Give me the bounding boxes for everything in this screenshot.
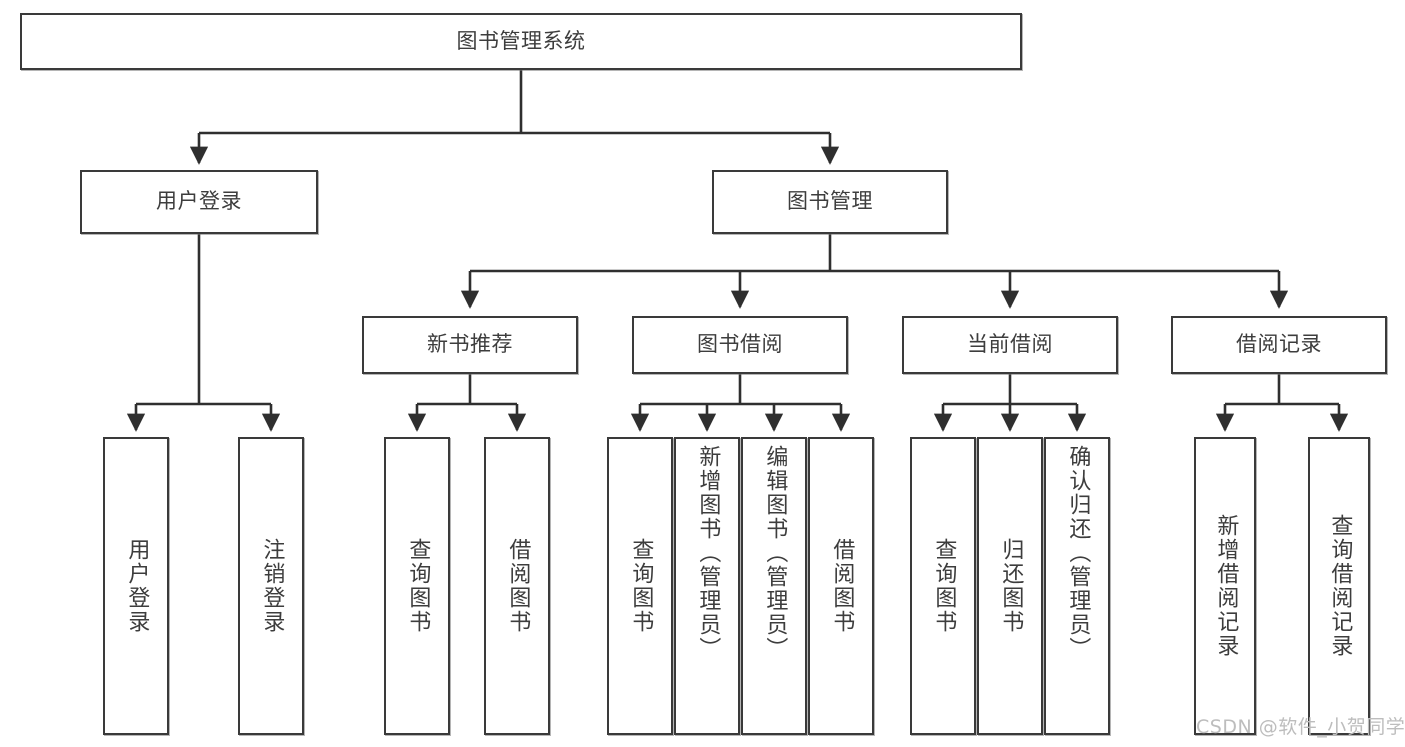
node-label: 新增借阅记录 <box>1213 514 1239 658</box>
csdn-watermark: CSDN @软件_小贺同学 <box>1196 716 1405 738</box>
node-label: 借阅图书 <box>829 538 855 634</box>
node-root-book-management-system[interactable]: 图书管理系统 <box>20 13 1022 70</box>
node-book-borrow[interactable]: 图书借阅 <box>632 316 848 374</box>
node-book-management[interactable]: 图书管理 <box>712 170 948 234</box>
leaf-current-borrow-query-book[interactable]: 查询图书 <box>910 437 976 735</box>
leaf-book-borrow-add-book-admin[interactable]: 新增图书（管理员） <box>674 437 740 735</box>
node-label: 用户登录 <box>124 538 150 634</box>
leaf-user-login-logout[interactable]: 注销登录 <box>238 437 304 735</box>
leaf-current-borrow-return-book[interactable]: 归还图书 <box>977 437 1043 735</box>
leaf-user-login-login[interactable]: 用户登录 <box>103 437 169 735</box>
node-label: 编辑图书（管理员） <box>762 445 788 661</box>
leaf-book-borrow-query-book[interactable]: 查询图书 <box>607 437 673 735</box>
leaf-new-book-query-book[interactable]: 查询图书 <box>384 437 450 735</box>
node-label: 查询借阅记录 <box>1327 514 1353 658</box>
node-label: 注销登录 <box>259 538 285 634</box>
leaf-new-book-borrow-book[interactable]: 借阅图书 <box>484 437 550 735</box>
node-label: 图书管理 <box>787 189 873 214</box>
node-user-login[interactable]: 用户登录 <box>80 170 318 234</box>
node-label: 借阅记录 <box>1236 332 1322 357</box>
node-label: 查询图书 <box>931 538 957 634</box>
node-label: 借阅图书 <box>505 538 531 634</box>
node-label: 确认归还（管理员） <box>1065 445 1091 661</box>
node-label: 当前借阅 <box>967 332 1053 357</box>
leaf-current-borrow-confirm-return-admin[interactable]: 确认归还（管理员） <box>1044 437 1110 735</box>
node-label: 新书推荐 <box>427 332 513 357</box>
node-label: 查询图书 <box>405 538 431 634</box>
node-label: 查询图书 <box>628 538 654 634</box>
node-current-borrow[interactable]: 当前借阅 <box>902 316 1118 374</box>
node-label: 图书借阅 <box>697 332 783 357</box>
node-label: 归还图书 <box>998 538 1024 634</box>
node-label: 用户登录 <box>156 189 242 214</box>
leaf-borrow-record-query-record[interactable]: 查询借阅记录 <box>1308 437 1370 735</box>
node-borrow-record[interactable]: 借阅记录 <box>1171 316 1387 374</box>
node-label: 新增图书（管理员） <box>695 445 721 661</box>
leaf-borrow-record-add-record[interactable]: 新增借阅记录 <box>1194 437 1256 735</box>
node-new-book-recommend[interactable]: 新书推荐 <box>362 316 578 374</box>
leaf-book-borrow-borrow-book[interactable]: 借阅图书 <box>808 437 874 735</box>
leaf-book-borrow-edit-book-admin[interactable]: 编辑图书（管理员） <box>741 437 807 735</box>
node-label: 图书管理系统 <box>456 28 586 53</box>
